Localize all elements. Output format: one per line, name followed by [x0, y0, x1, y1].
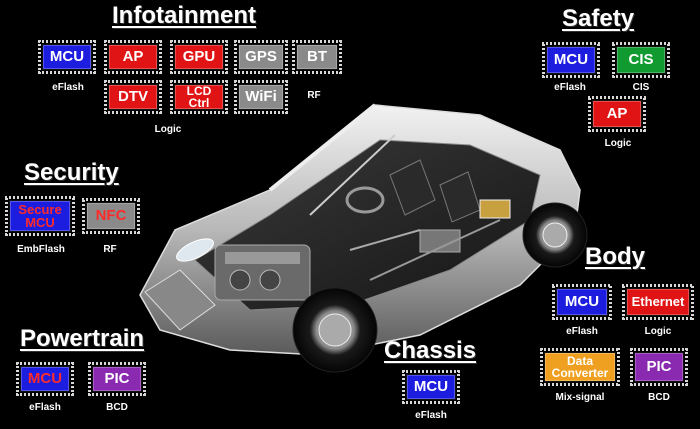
safety-heading: Safety: [562, 5, 635, 32]
body-ethernet-chip: Ethernet: [622, 284, 694, 320]
chip-label: Data Converter: [544, 352, 616, 382]
chip-label: BT: [296, 44, 338, 70]
chip-label-line2: MCU: [25, 215, 55, 230]
car-cutaway-illustration: [120, 80, 590, 380]
safety-cis-label: CIS: [632, 82, 650, 93]
chip-label: PIC: [634, 352, 684, 382]
body-mixsignal-label: Mix-signal: [555, 392, 605, 403]
chip-label: AP: [592, 100, 642, 128]
chip-label: Secure MCU: [9, 200, 71, 232]
car-graphic: [139, 103, 588, 373]
body-eflash-label: eFlash: [566, 326, 598, 337]
body-data-converter-chip: Data Converter: [540, 348, 620, 386]
safety-logic-label: Logic: [604, 138, 632, 149]
infotainment-ap-chip: AP: [104, 40, 162, 74]
safety-mcu-chip: MCU: [542, 42, 600, 78]
chip-label: MCU: [546, 46, 596, 74]
chip-label: LCD Ctrl: [174, 84, 224, 110]
chip-label-line1: Secure: [18, 202, 62, 217]
chip-label: MCU: [556, 288, 608, 316]
infotainment-dtv-chip: DTV: [104, 80, 162, 114]
powertrain-pic-chip: PIC: [88, 362, 146, 396]
security-rf-label: RF: [103, 244, 117, 255]
security-nfc-chip: NFC: [82, 198, 140, 234]
chassis-mcu-chip: MCU: [402, 370, 460, 404]
chip-label-line2: Converter: [551, 366, 609, 380]
infotainment-gpu-chip: GPU: [170, 40, 228, 74]
chip-label-line1: Data: [566, 354, 593, 368]
chip-label-line1: LCD: [186, 84, 212, 98]
chip-label: AP: [108, 44, 158, 70]
infotainment-wifi-chip: WiFi: [234, 80, 288, 114]
body-pic-chip: PIC: [630, 348, 688, 386]
body-heading: Body: [585, 243, 645, 270]
chip-label: CIS: [616, 46, 666, 74]
safety-cis-chip: CIS: [612, 42, 670, 78]
chassis-heading: Chassis: [384, 337, 477, 364]
chip-label: NFC: [86, 202, 136, 230]
chip-label: GPU: [174, 44, 224, 70]
body-bcd-label: BCD: [648, 392, 670, 403]
chip-label: MCU: [42, 44, 92, 70]
infotainment-bt-chip: BT: [292, 40, 342, 74]
chip-label: PIC: [92, 366, 142, 392]
chip-label: GPS: [238, 44, 284, 70]
chip-label: MCU: [406, 374, 456, 400]
body-mcu-chip: MCU: [552, 284, 612, 320]
security-embflash-label: EmbFlash: [17, 244, 65, 255]
infotainment-eflash-label: eFlash: [52, 82, 84, 93]
safety-eflash-label: eFlash: [554, 82, 586, 93]
powertrain-bcd-label: BCD: [106, 402, 128, 413]
chip-label: MCU: [20, 366, 70, 392]
chassis-eflash-label: eFlash: [415, 410, 447, 421]
infotainment-mcu-chip: MCU: [38, 40, 96, 74]
chip-label: Ethernet: [626, 288, 690, 316]
powertrain-heading: Powertrain: [20, 325, 145, 352]
body-logic-label: Logic: [644, 326, 672, 337]
powertrain-mcu-chip: MCU: [16, 362, 74, 396]
chip-label-line2: Ctrl: [188, 96, 210, 110]
infotainment-logic-label: Logic: [154, 124, 182, 135]
powertrain-eflash-label: eFlash: [29, 402, 61, 413]
infotainment-lcd-ctrl-chip: LCD Ctrl: [170, 80, 228, 114]
infotainment-rf-label: RF: [307, 90, 321, 101]
infotainment-gps-chip: GPS: [234, 40, 288, 74]
security-secure-mcu-chip: Secure MCU: [5, 196, 75, 236]
chip-label: DTV: [108, 84, 158, 110]
safety-ap-chip: AP: [588, 96, 646, 132]
security-heading: Security: [24, 159, 119, 186]
chip-label: WiFi: [238, 84, 284, 110]
infotainment-heading: Infotainment: [112, 2, 256, 29]
